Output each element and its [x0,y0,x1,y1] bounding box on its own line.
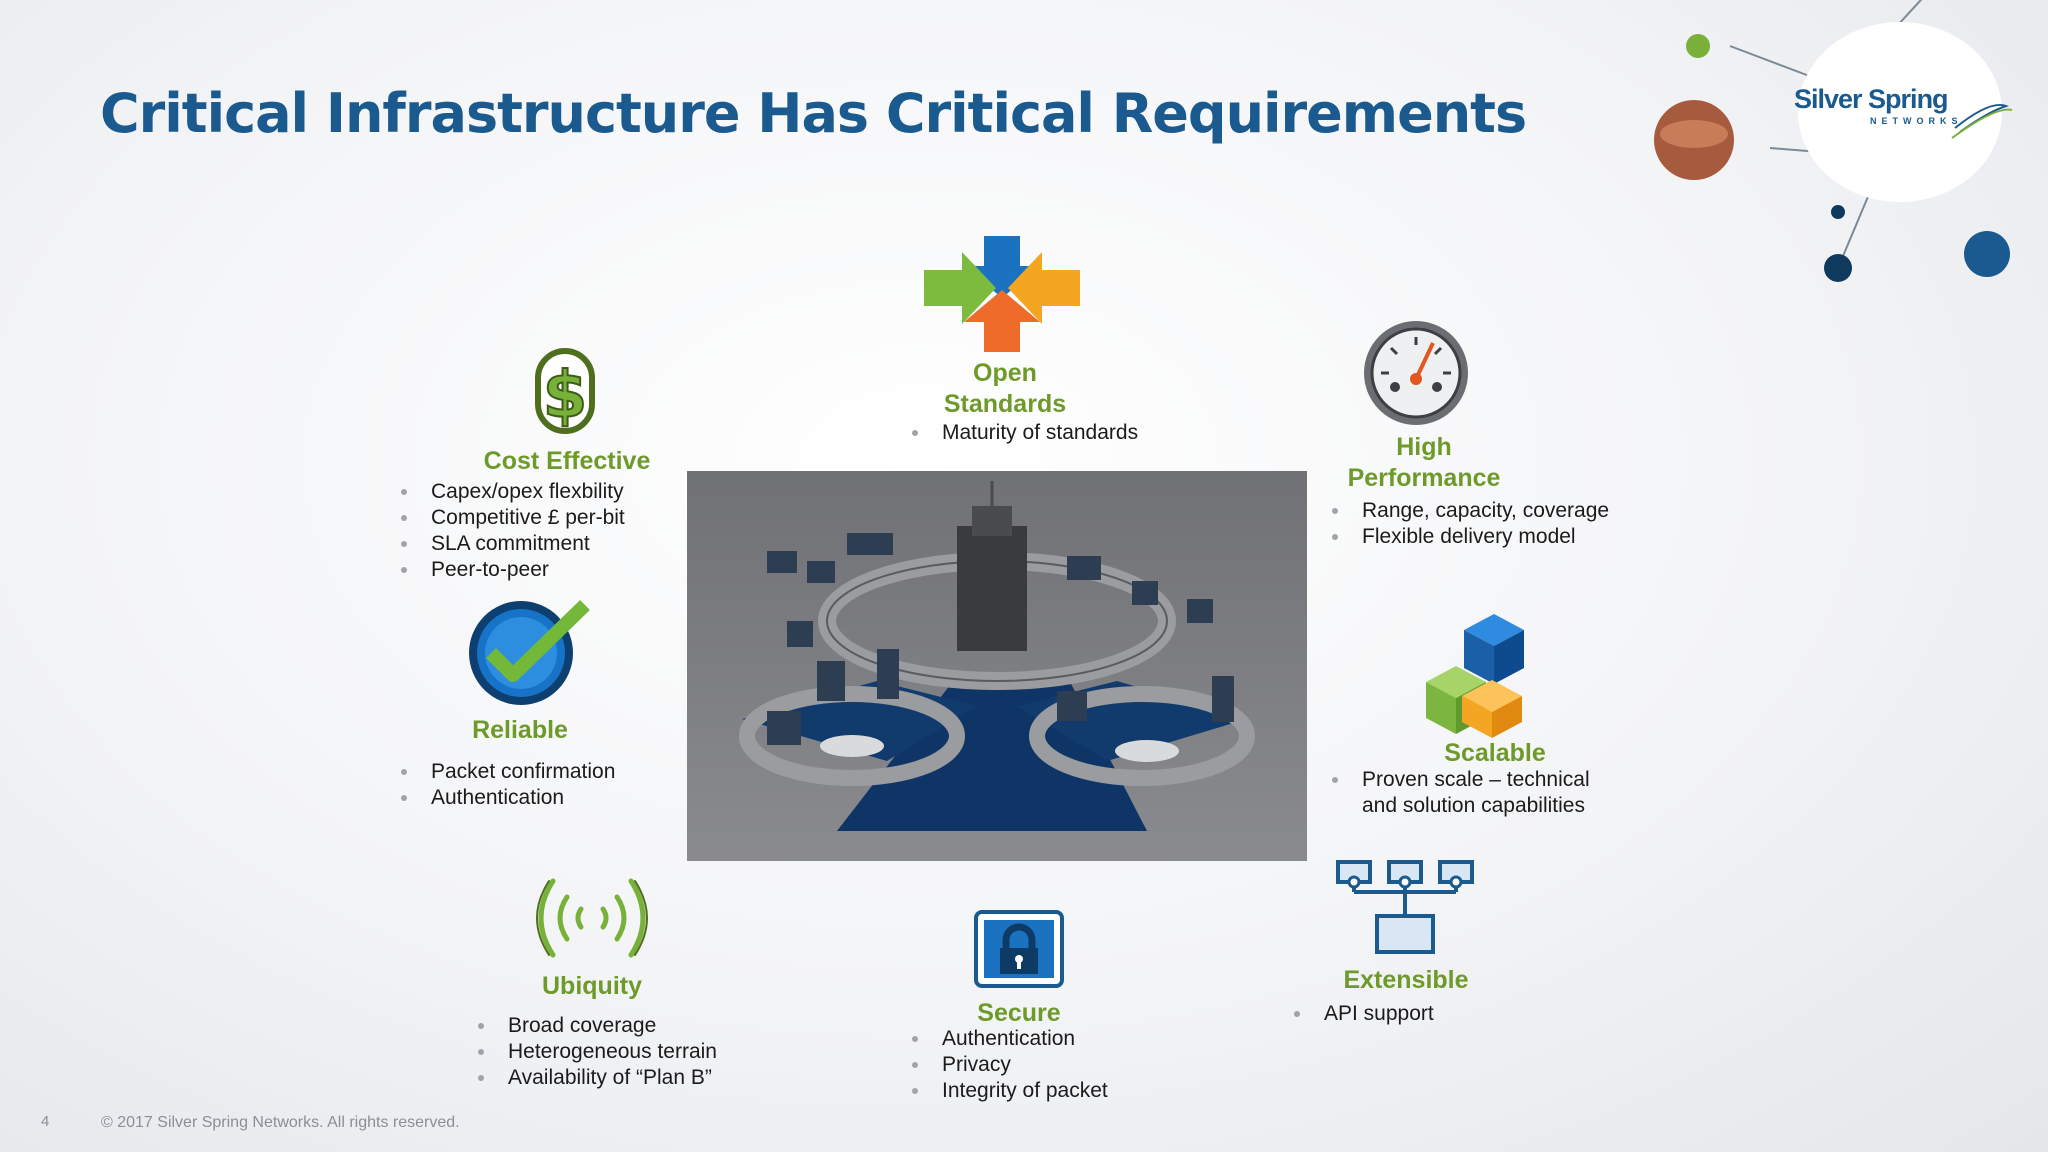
high-performance-title: High Performance [1324,432,1524,494]
open-standards-title-line1: Open [973,359,1037,387]
list-item: Flexible delivery model [1332,524,1609,550]
logo-subtitle: NETWORKS [1870,116,1963,126]
padlock-icon [974,910,1064,993]
list-item: API support [1294,1001,1434,1027]
list-item: Broad coverage [478,1013,717,1039]
extensible-title: Extensible [1343,966,1469,994]
high-performance-title-line2: Performance [1347,464,1501,492]
list-item: Authentication [912,1026,1108,1052]
high-performance-title-line1: High [1396,433,1452,461]
list-item: Peer-to-peer [401,557,625,583]
four-arrows-icon [922,236,1082,357]
smart-city-illustration [687,471,1307,861]
network-tree-icon [1336,858,1474,961]
secure-title: Secure [977,999,1061,1027]
logo-graphic [1630,0,2048,300]
list-item: and solution capabilities [1362,794,1585,817]
slide-title: Critical Infrastructure Has Critical Req… [100,82,1527,145]
ubiquity-bullets: Broad coverage Heterogeneous terrain Ava… [478,1013,717,1091]
reliable-bullets: Packet confirmation Authentication [401,759,615,811]
scalable-bullets: Proven scale – technical and solution ca… [1332,767,1590,819]
secure-bullets: Authentication Privacy Integrity of pack… [912,1026,1108,1104]
list-item: Range, capacity, coverage [1332,498,1609,524]
cost-effective-bullets: Capex/opex flexbility Competitive £ per-… [401,479,625,583]
open-standards-bullets: Maturity of standards [912,420,1138,446]
high-performance-bullets: Range, capacity, coverage Flexible deliv… [1332,498,1609,550]
list-item: Authentication [401,785,615,811]
ubiquity-title: Ubiquity [542,972,642,1000]
list-item: Heterogeneous terrain [478,1039,717,1065]
wireless-signal-icon [527,875,657,966]
list-item: Availability of “Plan B” [478,1065,717,1091]
reliable-title: Reliable [472,716,568,744]
dollar-sign-icon: $ [528,345,602,442]
copyright-notice: © 2017 Silver Spring Networks. All right… [101,1114,460,1131]
stacked-cubes-icon [1422,612,1532,743]
svg-text:$: $ [543,359,588,433]
open-standards-title-line2: Standards [943,390,1067,418]
open-standards-title: Open Standards [930,358,1080,420]
extensible-bullets: API support [1294,1001,1434,1027]
cost-effective-title: Cost Effective [483,447,651,475]
logo-wordmark: Silver Spring [1794,84,1949,114]
list-item: Privacy [912,1052,1108,1078]
speedometer-icon [1359,321,1473,430]
scalable-title: Scalable [1444,739,1546,767]
list-item: Maturity of standards [912,420,1138,446]
list-item: SLA commitment [401,531,625,557]
checkmark-badge-icon [455,597,595,712]
list-item: Capex/opex flexbility [401,479,625,505]
list-item: Competitive £ per-bit [401,505,625,531]
list-item: Packet confirmation [401,759,615,785]
list-item: Proven scale – technical [1332,767,1590,793]
list-item: Integrity of packet [912,1078,1108,1104]
page-number: 4 [41,1113,50,1130]
